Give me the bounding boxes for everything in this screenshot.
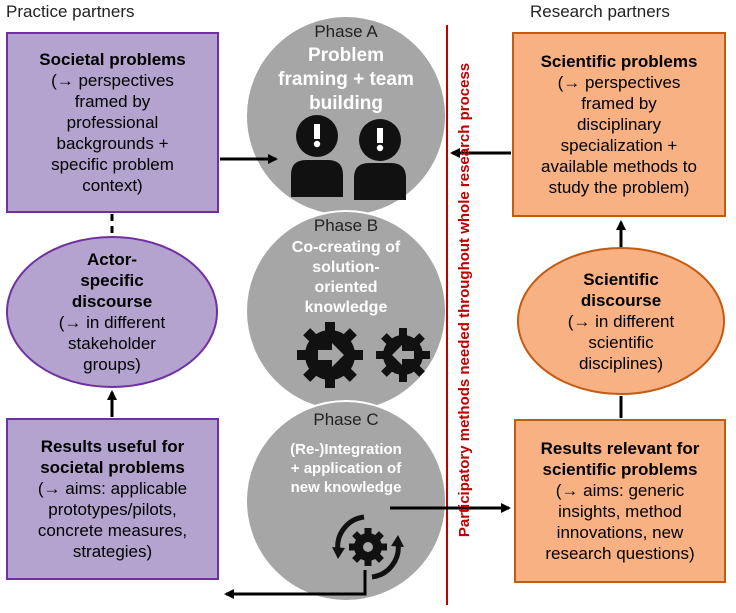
arrow-phase-c-to-results-useful [224,570,367,599]
scientific-discourse-ellipse: Scientific discourse (→ in different sci… [517,247,725,395]
gear-cycle-icon [332,514,404,580]
phase-a-text: Problem framing + team building [278,45,414,114]
practice-partners-header: Practice partners [6,2,135,21]
actor-specific-discourse-ellipse: Actor- specific discourse (→ in differen… [6,236,218,388]
results-relevant-box: Results relevant for scientific problems… [514,419,726,583]
research-partners-header: Research partners [530,2,670,21]
phase-a-label: Phase A [314,22,378,41]
societal-problems-box: Societal problems (→ perspectives framed… [6,32,219,213]
person-alert-icon [291,115,343,197]
participatory-methods-note: Participatory methods needed throughout … [456,62,473,538]
phase-a-circle [245,15,447,217]
gear-arrow-right-icon [297,322,363,388]
phase-b-text: Co-creating of solution- oriented knowle… [291,239,401,316]
phase-c-text: (Re-)Integration + application of new kn… [290,441,402,496]
person-alert-icon [354,119,406,200]
phase-b-label: Phase B [313,216,379,235]
phase-c-circle [245,400,447,602]
gear-arrow-left-icon [376,328,430,382]
results-useful-box: Results useful for societal problems (→ … [6,418,219,580]
scientific-problems-box: Scientific problems (→ perspectives fram… [512,32,726,217]
phase-c-label: Phase C [313,410,379,429]
